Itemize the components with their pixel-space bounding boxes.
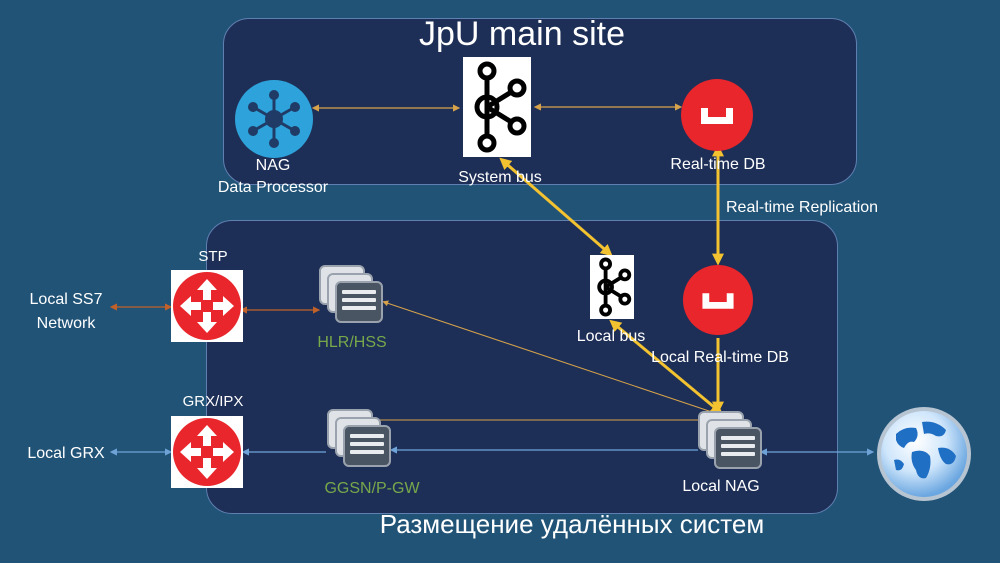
- local-db-label: Local Real-time DB: [651, 349, 789, 366]
- local-bus-label: Local bus: [576, 328, 646, 345]
- remote-site-title: Размещение удалённых систем: [379, 509, 765, 539]
- link-localnag-hlr: [382, 300, 713, 413]
- server-stack-icon: [327, 409, 391, 467]
- main-site-panel: [223, 18, 857, 185]
- replication-label: Real-time Replication: [726, 199, 879, 216]
- local-ss7-network-label: Network: [36, 315, 96, 332]
- kafka-bus-icon: [474, 61, 527, 153]
- globe-icon: [877, 407, 971, 501]
- hlr-hss-label: HLR/HSS: [317, 334, 387, 351]
- main-site-title: JpU main site: [419, 15, 625, 53]
- stp-label: STP: [198, 248, 228, 265]
- local-nag-label: Local NAG: [682, 478, 760, 495]
- router-icon: [171, 416, 243, 488]
- link-localbus-localnag: [609, 319, 723, 415]
- router-icon: [171, 270, 243, 342]
- server-stack-icon: [698, 411, 762, 469]
- kafka-bus-icon: [597, 257, 632, 317]
- link-systembus-localbus: [499, 157, 613, 257]
- nag-label: NAG: [255, 157, 291, 174]
- database-icon: [682, 264, 754, 336]
- realtime-db-label: Real-time DB: [670, 156, 766, 173]
- database-icon: [681, 79, 753, 151]
- server-stack-icon: [319, 265, 383, 323]
- local-grx-label: Local GRX: [27, 445, 105, 462]
- ggsn-label: GGSN/P-GW: [324, 480, 420, 497]
- hub-icon: [235, 80, 313, 158]
- data-processor-label: Data Processor: [217, 179, 329, 196]
- local-ss7-label: Local SS7: [29, 291, 103, 308]
- system-bus-label: System bus: [458, 169, 542, 186]
- grx-ipx-label: GRX/IPX: [182, 393, 244, 410]
